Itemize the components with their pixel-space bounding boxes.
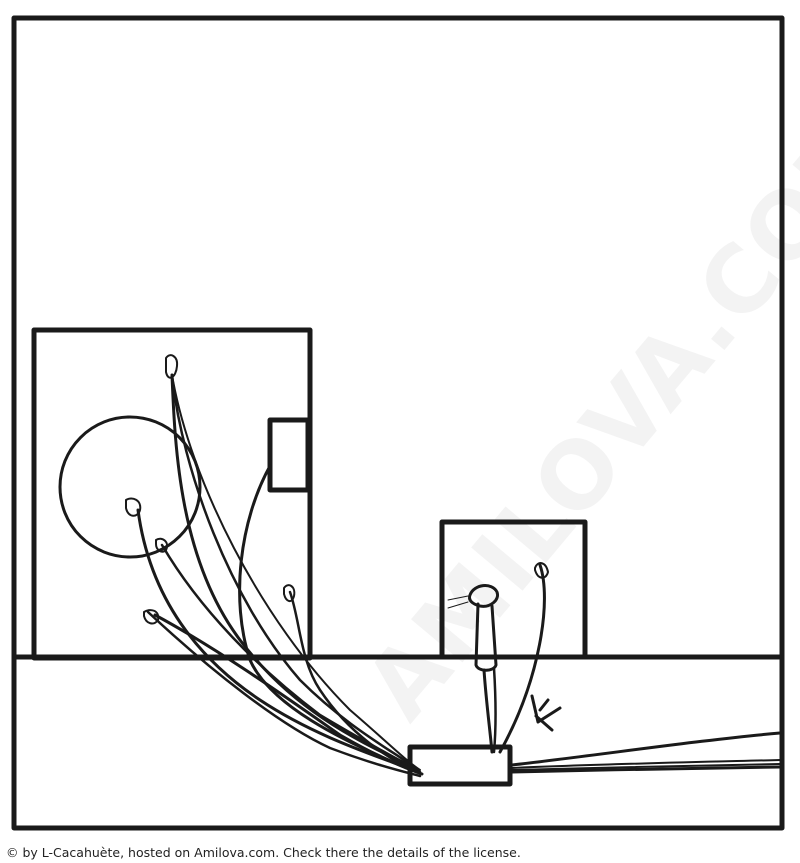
lamp-cable [482,668,494,754]
plug-head [165,354,179,379]
cable [511,763,781,771]
light-ray [447,601,469,609]
cable [510,731,782,767]
license-credit: © by L-Cacahuète, hosted on Amilova.com.… [6,845,521,860]
cable [170,373,420,772]
light-ray [447,595,469,601]
cable [170,373,417,770]
cable [511,759,781,769]
cable [171,374,421,771]
cable [146,610,422,778]
plug-head [155,537,168,553]
plug-head [143,609,160,625]
plug-head [534,562,549,579]
small-box-door [267,417,311,493]
lamp-cable [498,563,546,754]
cable [160,543,422,774]
scribble-mark [530,694,562,732]
cable [510,765,782,774]
lamp-head [468,584,500,608]
sketch-drawing [11,15,785,831]
medium-box [439,519,588,660]
lamp-cable [492,666,497,754]
lamp-stem [474,602,498,672]
plug-head [283,584,296,602]
cable [288,590,420,774]
circle-shape [58,415,202,559]
plug-head [125,497,142,517]
large-box [31,327,313,661]
cable [238,464,414,772]
outer-frame [11,15,785,831]
